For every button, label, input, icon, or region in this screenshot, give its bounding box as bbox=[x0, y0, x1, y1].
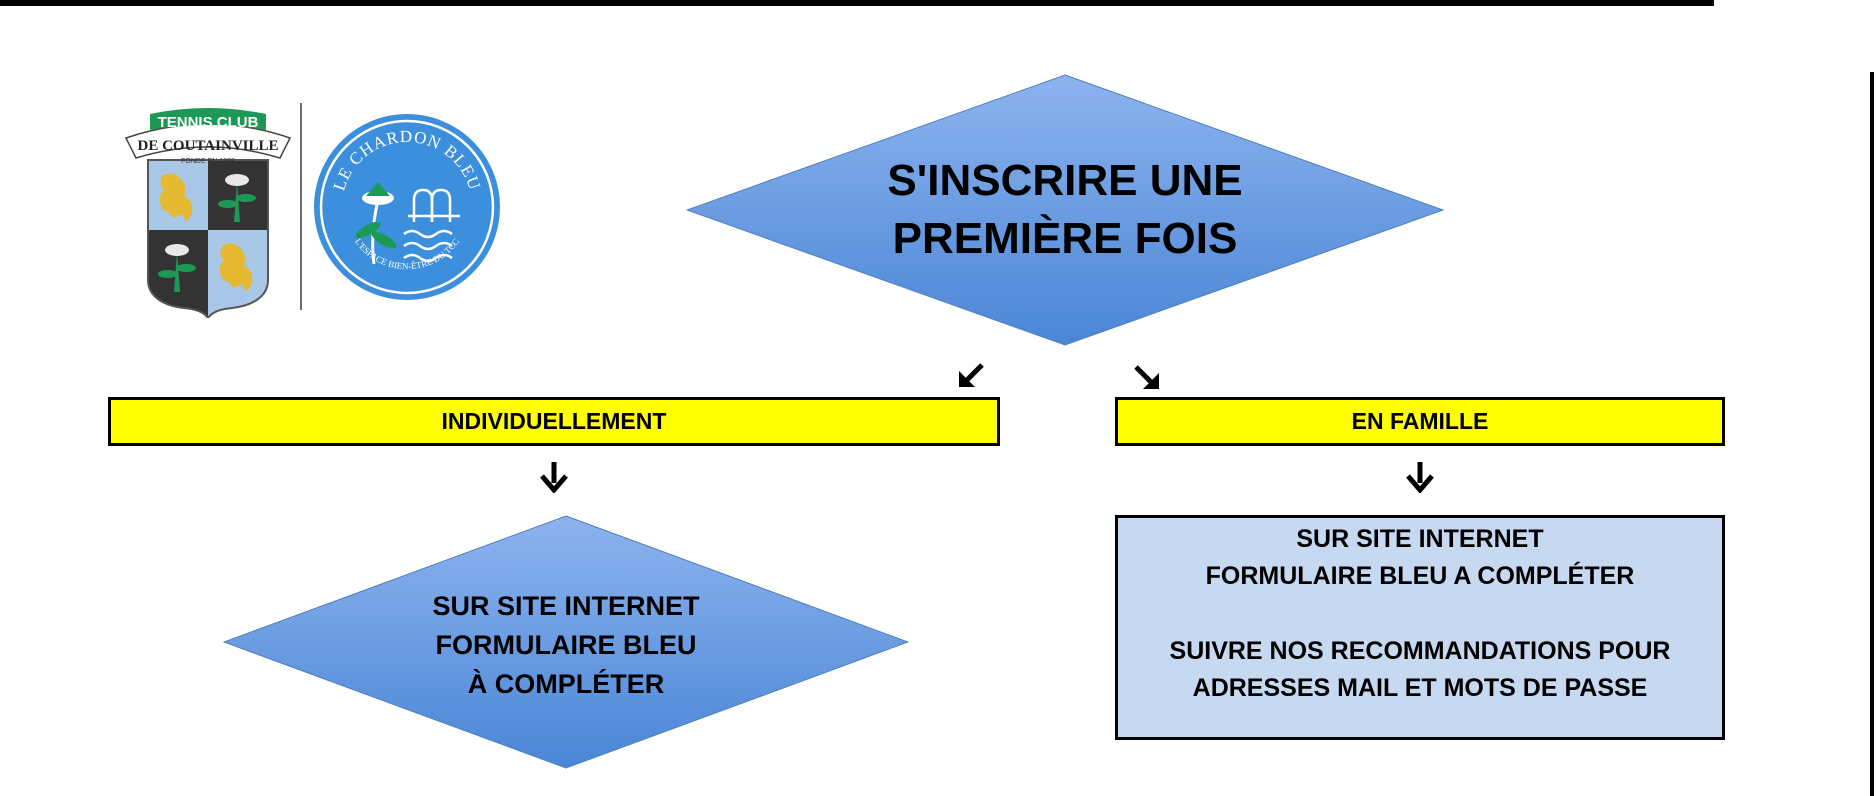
branch-individual-bar: INDIVIDUELLEMENT bbox=[108, 397, 1000, 446]
family-step-line4: ADRESSES MAIL ET MOTS DE PASSE bbox=[1192, 674, 1648, 702]
start-title-line2: PREMIÈRE FOIS bbox=[892, 214, 1238, 263]
logo-divider bbox=[300, 103, 302, 310]
family-step-box: SUR SITE INTERNET FORMULAIRE BLEU A COMP… bbox=[1115, 515, 1725, 740]
arrow-down-left-icon bbox=[959, 363, 984, 387]
individual-step-diamond: SUR SITE INTERNET FORMULAIRE BLEU À COMP… bbox=[223, 515, 909, 769]
arrow-down-right-icon bbox=[1134, 365, 1159, 389]
arrow-down-icon bbox=[540, 462, 568, 493]
right-border-line bbox=[1870, 72, 1874, 796]
start-title-line1: S'INSCRIRE UNE bbox=[887, 156, 1243, 205]
branch-individual-label: INDIVIDUELLEMENT bbox=[441, 408, 667, 434]
start-diamond-shape bbox=[686, 74, 1444, 346]
branch-family-bar: EN FAMILLE bbox=[1115, 397, 1725, 446]
crest-founded: FONDE EN 1898 bbox=[181, 158, 235, 165]
crest-banner-top: TENNIS CLUB bbox=[158, 114, 259, 131]
arrow-down-icon bbox=[1406, 462, 1434, 493]
chardon-bleu-badge: LE CHARDON BLEU L'ESPACE BIEN-ÊTRE DU TC… bbox=[314, 114, 500, 300]
crest-banner-bottom: DE COUTAINVILLE bbox=[138, 138, 279, 154]
branch-family-label: EN FAMILLE bbox=[1351, 408, 1489, 434]
family-step-line2: FORMULAIRE BLEU A COMPLÉTER bbox=[1205, 562, 1635, 590]
family-step-line1: SUR SITE INTERNET bbox=[1296, 525, 1544, 553]
individual-step-line1: SUR SITE INTERNET bbox=[432, 590, 700, 621]
family-step-line3: SUIVRE NOS RECOMMANDATIONS POUR bbox=[1169, 637, 1671, 665]
family-step-spacer bbox=[1118, 595, 1722, 633]
top-border-line bbox=[0, 0, 1714, 6]
start-decision-diamond: S'INSCRIRE UNE PREMIÈRE FOIS bbox=[686, 74, 1444, 346]
tennis-club-crest: TENNIS CLUB DE COUTAINVILLE FONDE EN 189… bbox=[124, 108, 292, 318]
individual-diamond-shape bbox=[223, 515, 909, 769]
individual-step-line3: À COMPLÉTER bbox=[467, 668, 665, 699]
individual-step-line2: FORMULAIRE BLEU bbox=[435, 629, 697, 660]
